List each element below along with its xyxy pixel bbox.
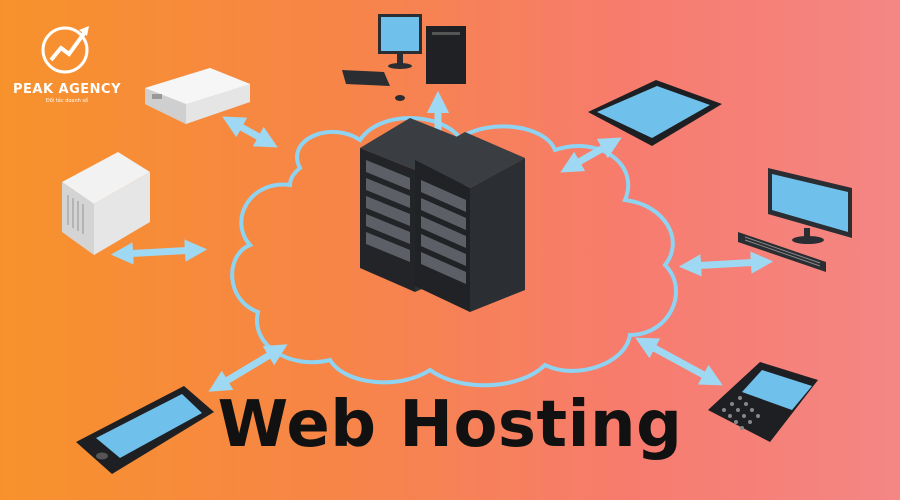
arrow-blackberry — [635, 337, 723, 386]
growth-chart-icon — [41, 26, 89, 74]
brand-name: PEAK AGENCY — [12, 82, 121, 97]
desktop-computer-right-icon — [738, 168, 852, 272]
arrow-tower — [110, 239, 208, 265]
arrow-tablet — [560, 137, 622, 173]
tablet-icon — [588, 80, 722, 146]
page-title: Web Hosting — [217, 388, 683, 462]
router-icon — [145, 68, 250, 124]
smartphone-icon — [76, 386, 214, 474]
arrow-router — [222, 116, 278, 148]
desktop-computer-top-icon — [342, 14, 466, 101]
brand-tagline: Đối tác doanh số — [45, 98, 89, 104]
blackberry-phone-icon — [708, 362, 818, 442]
tower-server-icon — [62, 152, 150, 255]
arrow-smartphone — [208, 344, 288, 392]
server-rack-icon — [360, 118, 525, 312]
brand-logo: PEAK AGENCY Đối tác doanh số — [12, 18, 122, 104]
arrow-desktop-right — [678, 251, 774, 277]
